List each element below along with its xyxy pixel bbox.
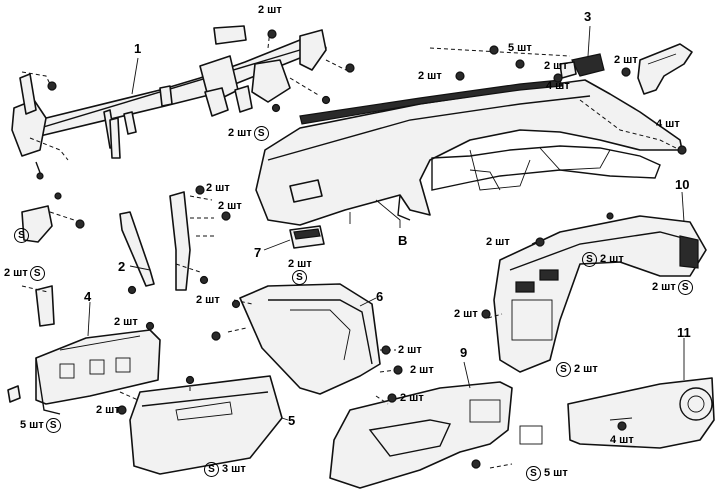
part-number-4: 4 [84,289,92,304]
lower-dash-panel [7,329,161,415]
dashboard-panel [255,47,683,226]
qty-label: 2 шт [410,364,434,376]
qty-label: 2 шт [206,182,230,194]
screw-symbol: S [292,270,307,285]
part-number-3: 3 [584,9,592,24]
lower-left-trim [329,381,543,489]
center-console [227,283,397,395]
part-number-9: 9 [460,345,468,360]
left-bracket-lower [21,285,55,327]
screw-symbol: S [204,462,219,477]
part-number-2: 2 [118,259,126,274]
qty-label: 4 шт [656,118,680,130]
part-number-10: 10 [675,177,690,192]
left-bracket-upper [21,205,81,243]
audio-unit [289,225,325,249]
screw-symbol: S [556,362,571,377]
screw-symbol: S [582,252,597,267]
part-number-1: 1 [134,41,142,56]
center-bracket [559,53,605,79]
fasteners [36,29,687,469]
qty-label: 2 шт [96,404,120,416]
qty-label: 2 шт [614,54,638,66]
qty-label: 2 шт [454,308,478,320]
qty-label: 2 шт [418,70,442,82]
screw-symbol: S [45,418,61,433]
screw-symbol: S [526,466,541,481]
qty-label: 4 шт [546,80,570,92]
part-number-7: 7 [254,245,262,260]
part-number-11: 11 [677,325,691,340]
screw-symbol: S [253,126,269,141]
side-vent-duct [637,43,693,95]
screw-symbol: S [677,280,693,295]
qty-label: 4 шт [610,434,634,446]
right-trim-panel [567,377,715,449]
part-number-6: 6 [376,289,384,304]
qty-label: 2 шт [258,4,282,16]
qty-label: 2 шт [114,316,138,328]
qty-label: 2 шт [196,294,220,306]
qty-label: 2 шт [544,60,568,72]
part-number-5: 5 [288,413,296,428]
qty-label: 2 шт [218,200,242,212]
screw-symbol: S [29,266,45,281]
center-cluster-trim [487,215,707,373]
part-label-b: B [398,233,408,248]
steering-support-beam [11,25,347,179]
qty-label: 2 шт [486,236,510,248]
screw-symbol: S [14,228,29,243]
qty-label: 2 шт [398,344,422,356]
qty-label: 5 шт [508,42,532,54]
glove-box [119,375,283,475]
side-brackets [119,191,214,291]
qty-label: 2 шт [400,392,424,404]
leader-lines [87,25,685,421]
